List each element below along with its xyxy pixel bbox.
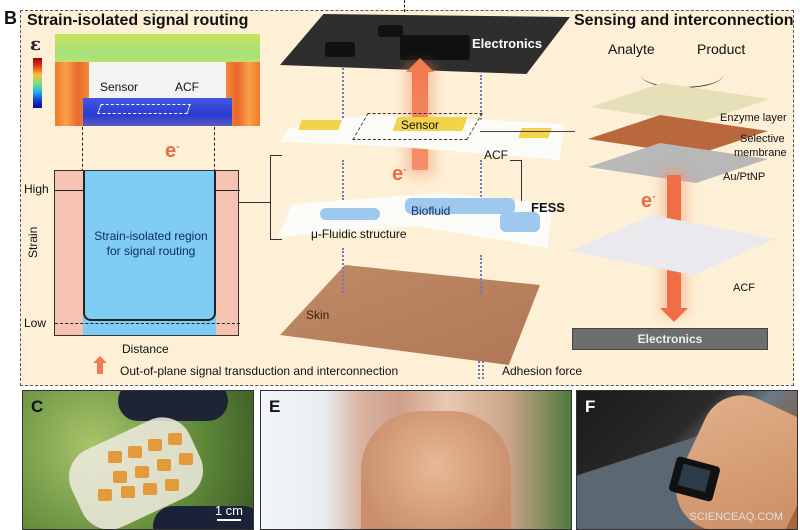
- panel-letter-b: B: [4, 8, 17, 28]
- finger-glove: [118, 391, 228, 421]
- fluidic-structure-label: μ-Fluidic structure: [311, 227, 407, 241]
- adhesion-line-4: [480, 160, 482, 200]
- glove-bottom: [153, 506, 253, 529]
- skin-label: Skin: [306, 308, 330, 322]
- panel-letter-f: F: [585, 397, 596, 416]
- selective-membrane-label-1: Selective: [740, 133, 785, 145]
- enzyme-layer-label: Enzyme layer: [720, 112, 787, 124]
- chip-small-1: [325, 42, 355, 57]
- patch-cell: [143, 483, 157, 495]
- fea-dashed-region: [97, 104, 191, 114]
- patch-cell: [168, 433, 182, 445]
- patch-cell: [98, 489, 112, 501]
- panel-letter-c: C: [31, 397, 44, 416]
- chip-small-2: [378, 25, 403, 37]
- fea-sensor-label: Sensor: [100, 80, 139, 94]
- right-acf-label: ACF: [733, 282, 755, 294]
- connector-arrow: [238, 202, 270, 203]
- fess-bracket-left: [270, 155, 282, 240]
- panel-letter-e: E: [269, 397, 281, 416]
- strain-curve: [83, 171, 216, 321]
- signal-arrow-legend-icon: [93, 356, 107, 374]
- analyte-label: Analyte: [608, 41, 655, 57]
- fluid-channel-3: [500, 212, 540, 232]
- y-tick-low: Low: [24, 316, 47, 330]
- high-line-left: [55, 190, 83, 191]
- patch-cell: [148, 439, 162, 451]
- patch-cell: [108, 451, 122, 463]
- fea-cavity: [89, 62, 226, 98]
- fluid-channel-2: [405, 198, 515, 214]
- selective-membrane-label-2: membrane: [734, 147, 787, 159]
- sensor-pad-1: [298, 120, 342, 130]
- left-electron-label: e-: [165, 140, 180, 162]
- photo-f-smartwatch: F SCIENCEAQ.COM: [576, 390, 798, 530]
- adhesion-line-3: [342, 160, 344, 200]
- right-electron-label: e-: [641, 190, 656, 212]
- left-section-title: Strain-isolated signal routing: [27, 12, 249, 29]
- au-ptnp-label: Au/PtNP: [723, 171, 766, 183]
- electronics-bar: Electronics: [572, 328, 768, 350]
- electronics-label: Electronics: [472, 36, 543, 51]
- y-tick-high: High: [24, 182, 49, 196]
- patch-cell: [128, 446, 142, 458]
- adhesion-line-1: [342, 68, 344, 118]
- high-line-right: [216, 190, 240, 191]
- chip-main: [400, 35, 470, 60]
- scale-bar: 1 cm: [215, 503, 243, 521]
- low-line: [55, 323, 240, 324]
- right-section-title: Sensing and interconnection: [574, 12, 794, 29]
- acf-label: ACF: [484, 148, 508, 162]
- fea-top-layer: [55, 34, 260, 62]
- adhesion-line-2: [480, 75, 482, 120]
- photo-e-wrist: E: [260, 390, 572, 530]
- patch-cell: [157, 459, 171, 471]
- fea-bottom-layer: [83, 98, 232, 126]
- x-axis-label: Distance: [122, 342, 169, 356]
- adhesion-line-5: [342, 248, 344, 293]
- adhesion-legend-icon: [478, 361, 484, 379]
- photo-c-patch: C 1 cm: [22, 390, 254, 530]
- fea-simulation: [55, 34, 260, 126]
- patch-cell: [179, 453, 193, 465]
- legend-signal-label: Out-of-plane signal transduction and int…: [120, 364, 399, 378]
- scale-bar-line: [216, 519, 241, 521]
- reaction-arrow: [641, 62, 723, 88]
- patch-cell: [113, 471, 127, 483]
- biofluid-label: Biofluid: [411, 204, 451, 218]
- patch-cell: [165, 479, 179, 491]
- y-axis-label: Strain: [26, 226, 40, 258]
- strain-isolated-region: [83, 171, 216, 335]
- fess-label: FESS: [531, 200, 565, 215]
- fluid-channel-1: [320, 208, 380, 220]
- sensor-pad-3: [518, 128, 552, 138]
- center-electron-label: e-: [392, 163, 407, 185]
- patch-cell: [121, 486, 135, 498]
- strain-colorbar: [33, 58, 42, 108]
- watermark: SCIENCEAQ.COM: [689, 511, 783, 523]
- sensor-callout-line: [480, 131, 575, 132]
- legend-adhesion-label: Adhesion force: [502, 364, 583, 378]
- product-label: Product: [697, 41, 746, 57]
- epsilon-symbol: ε: [30, 34, 41, 55]
- connector-dash: [404, 0, 405, 12]
- hand-fist: [361, 411, 511, 529]
- adhesion-line-6: [480, 255, 482, 295]
- patch-cell: [135, 466, 149, 478]
- guide-line-left: [82, 127, 83, 172]
- fea-acf-label: ACF: [175, 80, 199, 94]
- guide-line-right: [214, 127, 215, 172]
- sensor-label: Sensor: [401, 118, 440, 132]
- watch-screen: [677, 463, 711, 493]
